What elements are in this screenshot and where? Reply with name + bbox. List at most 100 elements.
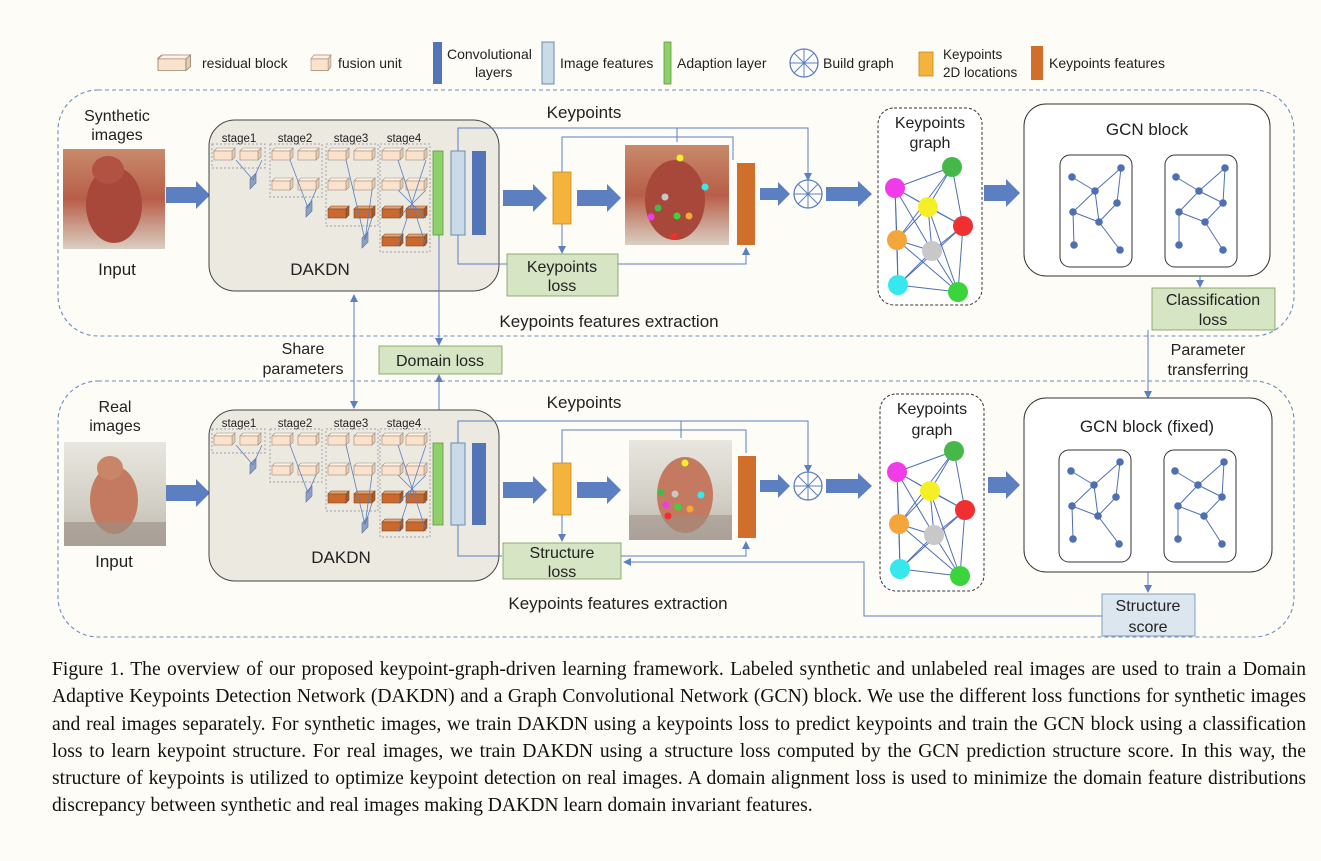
real-input-label: Input xyxy=(95,552,133,571)
build-graph-icon xyxy=(789,48,819,78)
classification-loss-box xyxy=(1151,287,1276,331)
synthetic-image-features xyxy=(450,150,466,236)
synthetic-input-arrow xyxy=(166,181,210,209)
synthetic-stage1: stage1 xyxy=(222,133,257,145)
synthetic-kp2d-block xyxy=(552,171,572,225)
synthetic-input-image xyxy=(63,149,165,249)
real-build-graph-icon xyxy=(793,471,823,501)
real-stage1: stage1 xyxy=(222,418,257,430)
figure-caption: Figure 1. The overview of our proposed k… xyxy=(52,659,1306,817)
legend-kp2d-line1: Keypoints xyxy=(943,47,1003,62)
real-input-arrow xyxy=(166,479,210,507)
real-kpfeat-block xyxy=(738,456,756,538)
real-graph-title-2: graph xyxy=(912,422,953,439)
synthetic-title-2: images xyxy=(91,127,143,144)
real-arrow-to-kp xyxy=(503,476,547,504)
synthetic-gcn-graph-2 xyxy=(1164,154,1238,268)
synthetic-title-1: Synthetic xyxy=(84,108,150,125)
real-section-border xyxy=(57,380,1295,638)
synthetic-loss-box xyxy=(506,253,619,297)
real-adaption-layer xyxy=(432,442,444,526)
synthetic-arrow-to-build xyxy=(760,182,790,206)
real-kp2d-block xyxy=(552,462,572,516)
real-graph-title-1: Keypoints xyxy=(897,401,967,418)
synthetic-keypoints-label: Keypoints xyxy=(547,103,622,122)
framework-diagram: residual block fusion unit Convolutional… xyxy=(57,41,1295,638)
synthetic-arrow-to-graph xyxy=(826,181,872,207)
legend-keypoints-features: Keypoints features xyxy=(1049,55,1165,71)
real-keypoints-label: Keypoints xyxy=(547,393,622,412)
real-image-features xyxy=(450,442,466,526)
share-line2: parameters xyxy=(263,361,344,378)
synthetic-graph-title-1: Keypoints xyxy=(895,115,965,132)
legend-kp2d-line2: 2D locations xyxy=(943,65,1018,80)
synthetic-stage4: stage4 xyxy=(387,133,422,145)
synthetic-gcn-title: GCN block xyxy=(1106,120,1189,139)
classification-loss-line1: Classification xyxy=(1166,292,1260,309)
real-stage3: stage3 xyxy=(334,418,369,430)
real-gcn-mini-graphs xyxy=(1067,458,1228,548)
synthetic-adaption-layer xyxy=(432,150,444,236)
real-branch: Real images Input stage1 stage2 stage3 s… xyxy=(57,380,1295,638)
real-feature-to-kpfeat-line xyxy=(621,541,750,557)
real-network-label: DAKDN xyxy=(311,548,371,567)
legend-image-features: Image features xyxy=(560,55,653,71)
real-arrow-to-build xyxy=(760,474,790,498)
synthetic-keypoints-image xyxy=(625,145,729,245)
real-gcn-graph-2 xyxy=(1163,449,1237,563)
synthetic-gcn-mini-graphs xyxy=(1068,164,1229,254)
real-section-title: Keypoints features extraction xyxy=(508,594,727,613)
real-keypoints-image xyxy=(629,440,732,540)
real-arrow-to-image xyxy=(577,476,621,504)
synthetic-section-border xyxy=(57,89,1295,337)
legend-adaption-layer: Adaption layer xyxy=(677,55,767,71)
structure-loss-line1: Structure xyxy=(530,545,595,562)
domain-loss-box xyxy=(378,345,503,375)
synthetic-kpfeat-block xyxy=(737,163,755,245)
structure-score-box xyxy=(1101,593,1196,637)
structure-score-line2: score xyxy=(1128,619,1167,636)
score-to-structure-loss-line xyxy=(623,558,1102,617)
synthetic-arrow-to-gcn xyxy=(984,179,1020,207)
legend-conv-swatch xyxy=(433,42,442,84)
synthetic-arrow-to-image xyxy=(577,184,621,212)
classification-loss-line2: loss xyxy=(1199,312,1227,329)
real-title-2: images xyxy=(89,418,141,435)
legend-kp2d-swatch xyxy=(918,51,934,77)
param-transfer-line1: Parameter xyxy=(1171,342,1246,359)
synthetic-conv-layers xyxy=(472,151,486,235)
synthetic-build-graph-icon xyxy=(793,179,823,209)
share-line1: Share xyxy=(282,341,325,358)
real-stage-blocks xyxy=(211,428,431,538)
real-keypoints-graph xyxy=(887,441,975,586)
synthetic-feature-skip-line xyxy=(457,127,678,151)
synthetic-branch: Synthetic images Input stage1 stage2 sta… xyxy=(57,89,1295,337)
real-conv-layers xyxy=(472,443,486,525)
synthetic-loss-line1: Keypoints xyxy=(527,259,597,276)
synthetic-loss-line2: loss xyxy=(548,278,576,295)
real-stage4: stage4 xyxy=(387,418,422,430)
synthetic-feature-to-graph-line xyxy=(677,127,812,181)
real-gcn-title: GCN block (fixed) xyxy=(1080,417,1214,436)
synthetic-input-label: Input xyxy=(98,260,136,279)
domain-loss-label: Domain loss xyxy=(396,353,484,370)
synthetic-gcn-graph-1 xyxy=(1059,154,1133,268)
synthetic-section-title: Keypoints features extraction xyxy=(499,312,718,331)
synthetic-graph-title-2: graph xyxy=(910,135,951,152)
structure-loss-box xyxy=(502,542,622,580)
real-arrow-to-graph xyxy=(826,473,872,499)
synthetic-stage2: stage2 xyxy=(278,133,313,145)
legend-kpfeat-swatch xyxy=(1031,46,1043,80)
real-stage2: stage2 xyxy=(278,418,313,430)
legend-adaption-swatch xyxy=(663,41,672,85)
real-feature-to-loss-line xyxy=(457,525,502,557)
synthetic-stage-blocks xyxy=(211,143,431,253)
real-title-1: Real xyxy=(99,399,132,416)
legend-image-features-swatch xyxy=(541,41,555,85)
legend-fusion-unit: fusion unit xyxy=(338,55,402,71)
legend-conv-line1: Convolutional xyxy=(447,46,532,62)
real-input-image xyxy=(64,442,166,546)
synthetic-keypoints-graph xyxy=(885,157,973,302)
legend-conv-line2: layers xyxy=(475,64,512,80)
synthetic-kp-skip-line xyxy=(561,136,734,172)
